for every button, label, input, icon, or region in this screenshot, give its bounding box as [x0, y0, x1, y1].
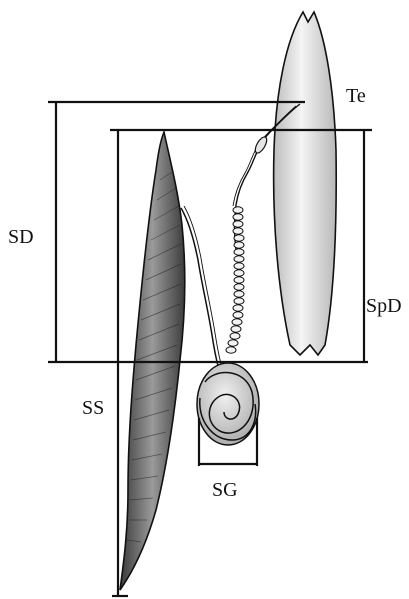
label-ss: SS — [82, 397, 104, 419]
label-sd: SD — [8, 226, 34, 248]
label-spd: SpD — [366, 295, 402, 317]
label-sg: SG — [212, 479, 238, 501]
testis-shape — [274, 12, 337, 355]
duct-beads — [226, 207, 244, 353]
spermatheca-gland-coil — [197, 363, 259, 445]
duct-swelling — [253, 135, 269, 155]
label-te: Te — [346, 85, 366, 107]
stalk-duct — [181, 208, 218, 366]
